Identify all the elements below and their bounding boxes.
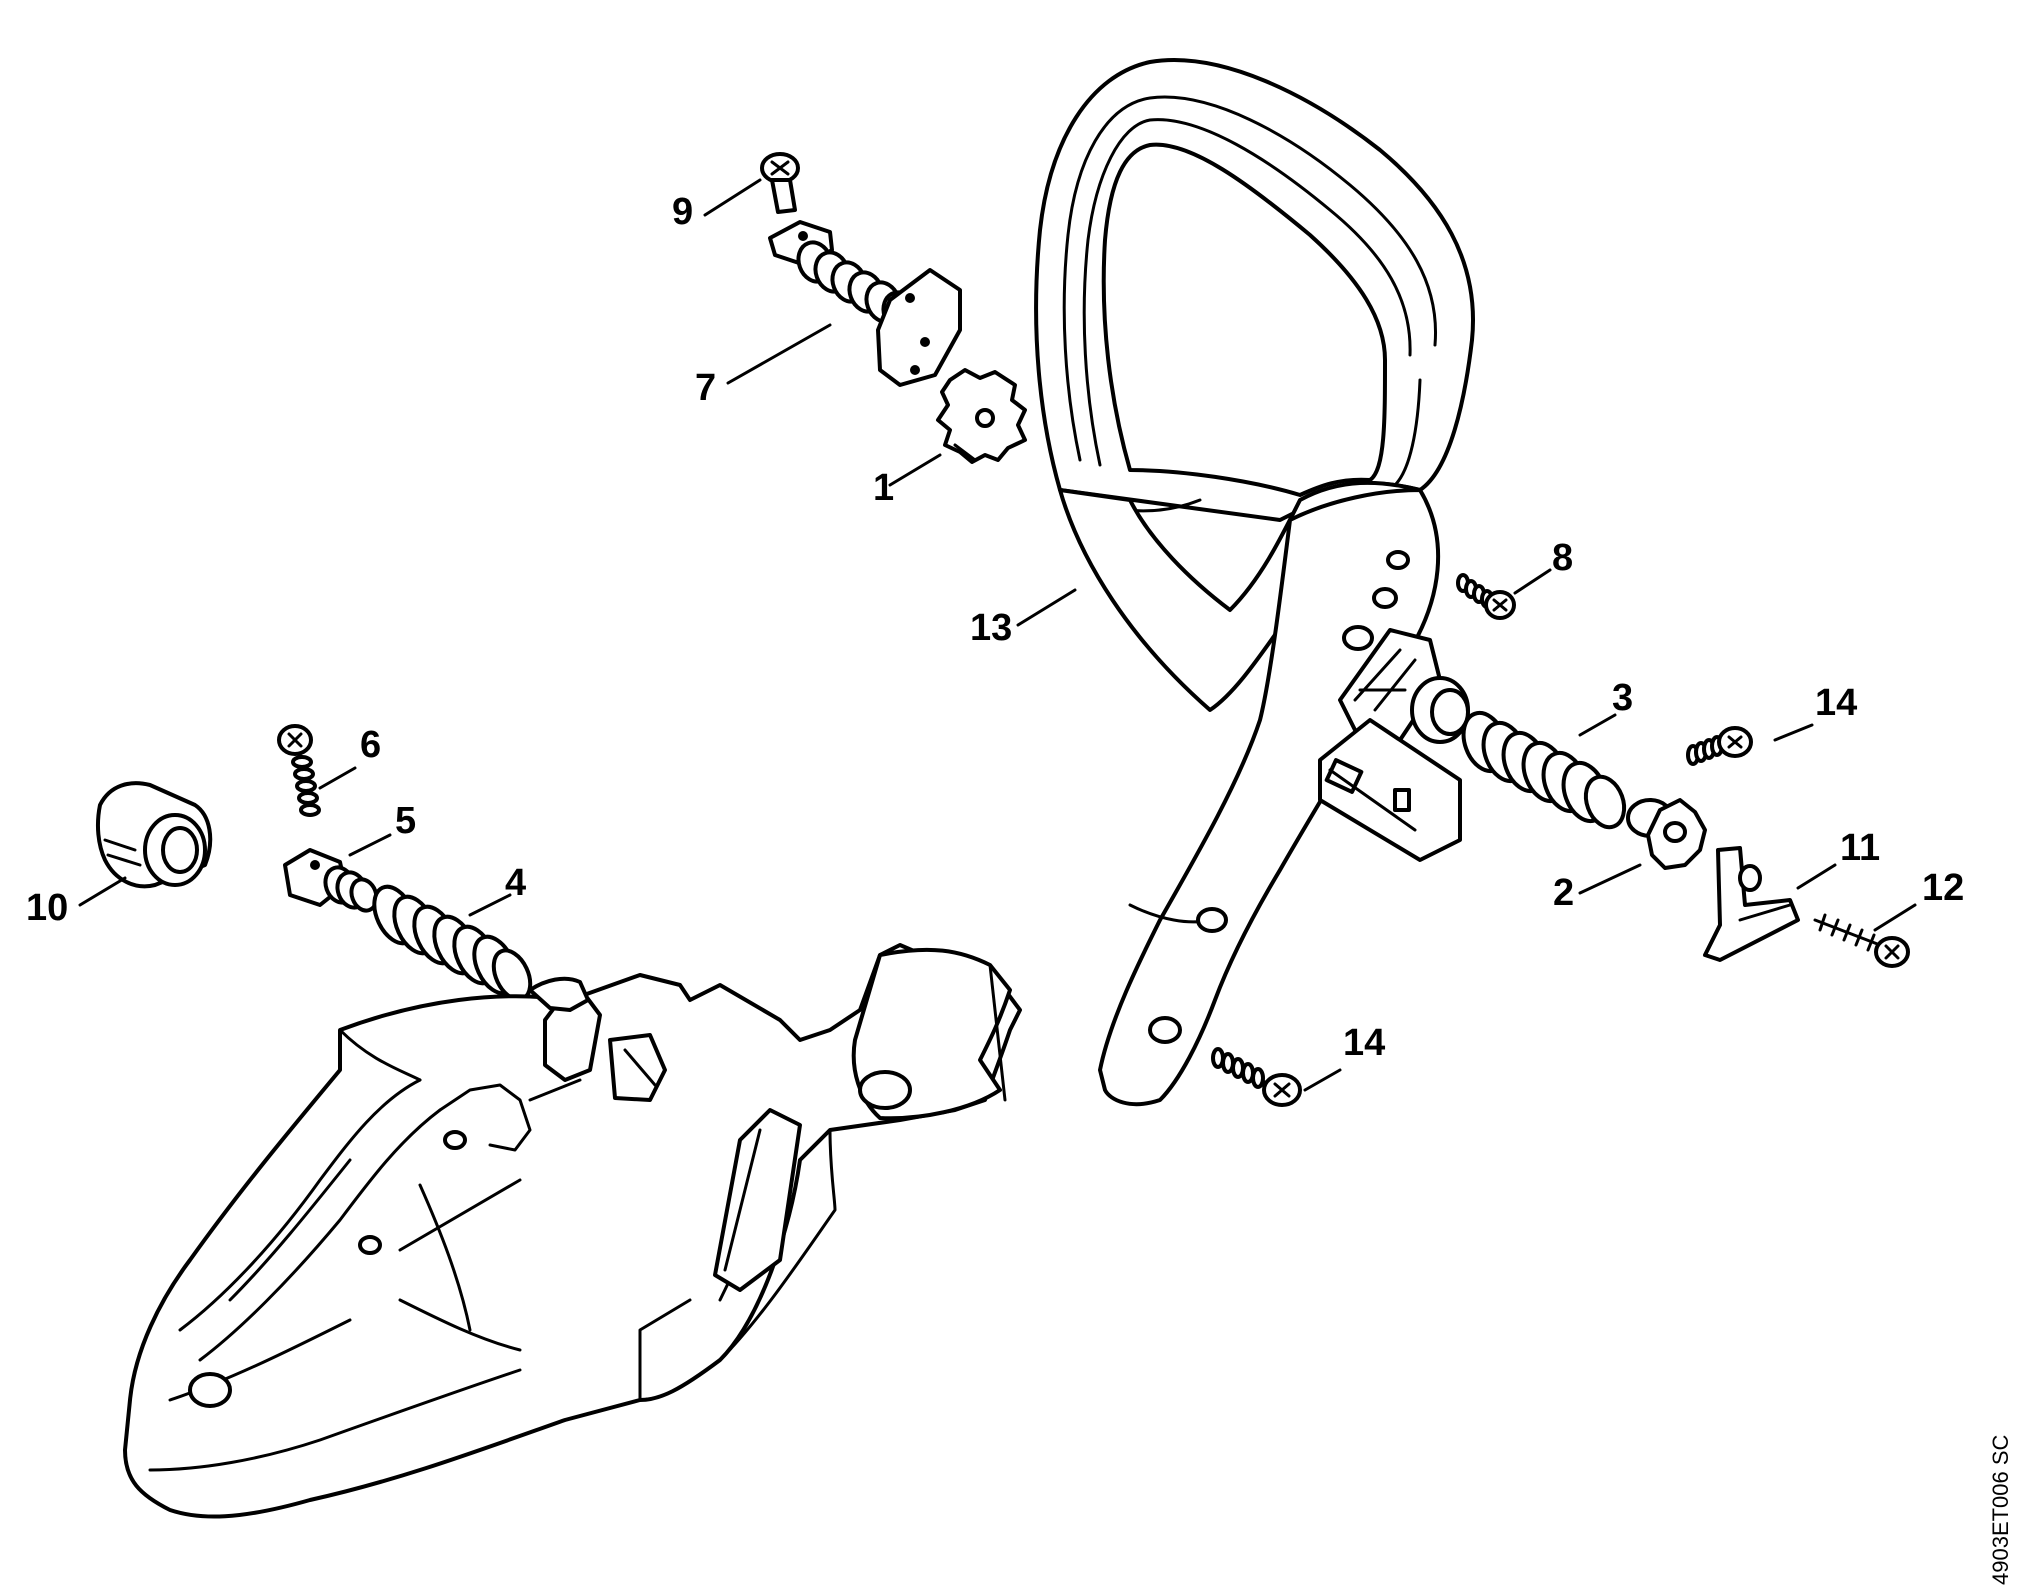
callout-5: 5 — [395, 800, 416, 842]
callout-12: 12 — [1922, 867, 1964, 909]
rear-handle-housing — [123, 943, 1022, 1519]
callout-14-upper: 14 — [1815, 682, 1857, 724]
screw-12 — [1813, 913, 1910, 968]
callout-11: 11 — [1840, 827, 1880, 869]
drawing-number: 4903ET006 SC — [1988, 1434, 2013, 1585]
bolt-5 — [283, 848, 379, 913]
rubber-buffer-part — [936, 368, 1027, 464]
callout-10: 10 — [26, 887, 68, 929]
sleeve-10 — [95, 781, 213, 889]
screw-9 — [760, 152, 800, 214]
screw-14-upper — [1686, 726, 1753, 766]
plug-2 — [1626, 798, 1707, 870]
annular-buffer-part — [768, 220, 962, 387]
handlebar — [1034, 58, 1475, 1107]
callout-14-lower: 14 — [1343, 1022, 1385, 1064]
callout-4: 4 — [505, 862, 526, 904]
screw-8 — [1456, 573, 1516, 620]
callout-13: 13 — [970, 607, 1012, 649]
callout-labels: 9 7 1 13 8 3 14 2 11 12 6 5 4 10 14 — [26, 191, 1964, 1064]
bracket-11 — [1703, 846, 1800, 962]
callout-3: 3 — [1612, 677, 1633, 719]
callout-9: 9 — [672, 191, 693, 233]
callout-6: 6 — [360, 724, 381, 766]
callout-2: 2 — [1553, 872, 1574, 914]
callout-8: 8 — [1552, 537, 1573, 579]
screw-14-lower — [1211, 1047, 1302, 1107]
spring-3 — [1461, 710, 1627, 830]
leader-lines — [78, 178, 1917, 1092]
callout-1: 1 — [873, 467, 894, 509]
screw-6 — [277, 724, 321, 817]
callout-7: 7 — [695, 367, 716, 409]
